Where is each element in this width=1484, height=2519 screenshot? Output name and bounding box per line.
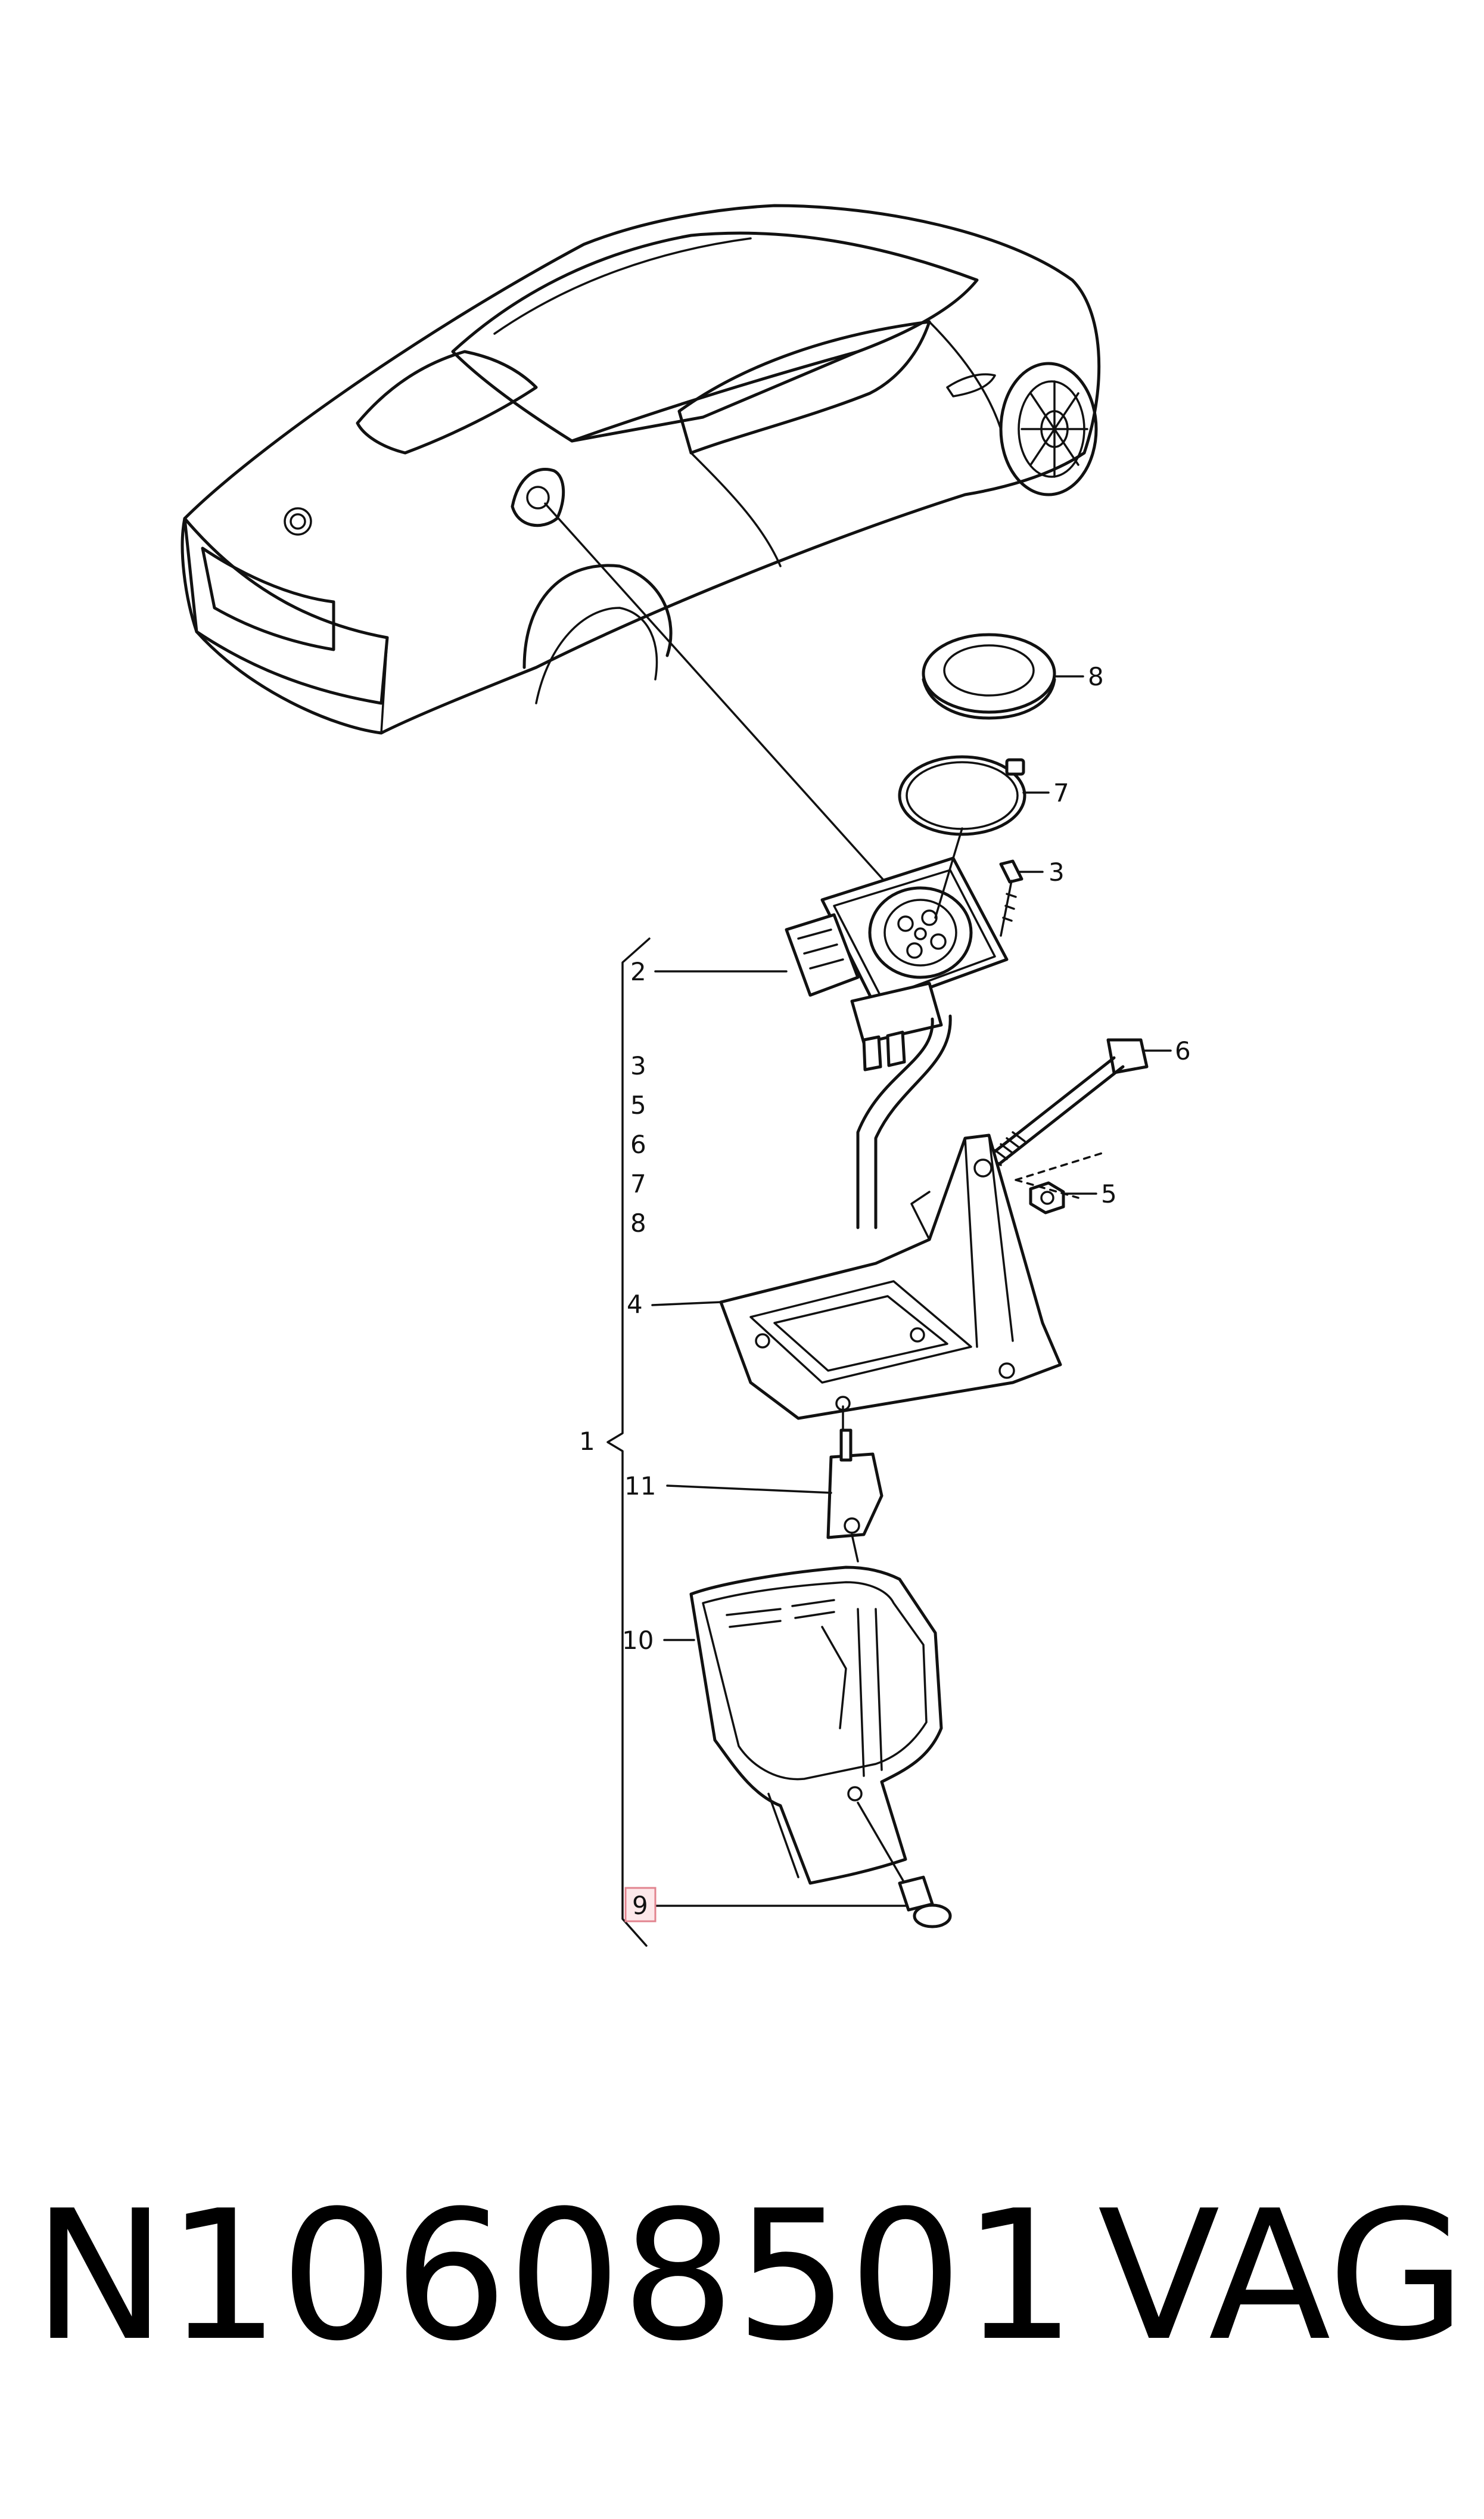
- part-number: N10608501: [33, 2172, 1077, 2380]
- car-illustration: [181, 204, 1101, 735]
- part-10-housing: [689, 1566, 943, 1885]
- part-7-retaining-ring: [898, 755, 1026, 836]
- callout-group-6: 6: [630, 1130, 646, 1159]
- part-6-bolt: [987, 1038, 1149, 1167]
- callout-11: 11: [624, 1471, 656, 1501]
- part-9-push-pin: [857, 1801, 952, 1928]
- callout-7: 7: [1053, 778, 1069, 807]
- leader-car-to-socket: [544, 502, 892, 889]
- part-4-bracket: [719, 1133, 1062, 1434]
- callout-4: 4: [627, 1290, 643, 1319]
- group-bracket: [606, 937, 651, 1947]
- callout-group-8: 8: [630, 1209, 646, 1238]
- callout-3: 3: [1049, 858, 1065, 887]
- part-8-seal-cap: [922, 633, 1056, 720]
- callout-1: 1: [579, 1427, 595, 1456]
- callout-5: 5: [1101, 1179, 1117, 1209]
- callout-9-highlight: [624, 1887, 657, 1922]
- callout-8: 8: [1088, 662, 1104, 691]
- callout-group-3: 3: [630, 1051, 646, 1080]
- callout-2: 2: [630, 957, 646, 986]
- part-2-charging-socket: [785, 827, 1009, 1229]
- callout-labels: 8 7 3 2 3 5 6 7 8 6 5 4 1 11 10 9: [579, 662, 1191, 1922]
- callout-9: 9: [632, 1891, 648, 1920]
- footer: N10608501 VAG: [0, 2169, 1484, 2384]
- callout-group-5: 5: [630, 1091, 646, 1120]
- exploded-parts-diagram: 8 7 3 2 3 5 6 7 8 6 5 4 1 11 10 9: [181, 204, 1191, 1947]
- part-5-nut: [1015, 1152, 1103, 1215]
- leader-lines: [651, 675, 1172, 1907]
- callout-10: 10: [622, 1626, 654, 1655]
- brand-label: VAG: [1097, 2172, 1466, 2380]
- callout-group-7: 7: [630, 1169, 646, 1198]
- callout-6: 6: [1175, 1036, 1191, 1066]
- part-11-clip: [826, 1428, 883, 1563]
- part-3-screw: [999, 859, 1023, 937]
